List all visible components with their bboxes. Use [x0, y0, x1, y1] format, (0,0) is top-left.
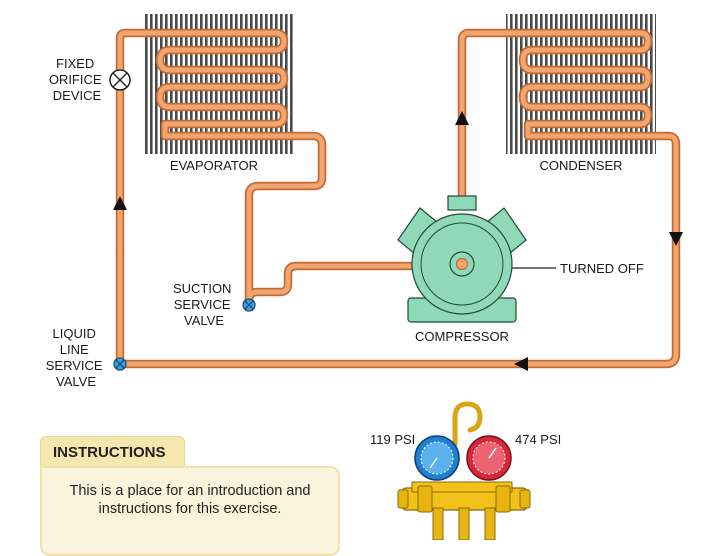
- flow-arrow-down-icon: [669, 232, 683, 246]
- refrigeration-circuit-diagram: FIXED ORIFICE DEVICE EVAPORATOR CONDENSE…: [46, 14, 683, 540]
- compressor-label: COMPRESSOR: [415, 329, 509, 344]
- instructions-title: INSTRUCTIONS: [53, 444, 166, 461]
- suction-service-valve-icon: [242, 298, 256, 312]
- instructions-body: This is a place for an introduction and …: [69, 483, 311, 517]
- low-pressure-gauge-icon: [414, 435, 460, 481]
- instructions-panel: This is a place for an introduction and …: [40, 466, 340, 556]
- evaporator-label: EVAPORATOR: [170, 158, 258, 173]
- high-pressure-gauge-icon: [466, 435, 512, 481]
- condenser-label: CONDENSER: [539, 158, 622, 173]
- high-pressure-reading: 474 PSI: [515, 432, 561, 447]
- hose-port-low: [432, 507, 444, 540]
- flow-arrow-left-icon: [514, 357, 528, 371]
- flow-arrow-up-icon: [455, 111, 469, 125]
- hose-port-high: [484, 507, 496, 540]
- fixed-orifice-icon: [109, 69, 131, 91]
- gauge-manifold-set[interactable]: [397, 401, 531, 540]
- turned-off-label: TURNED OFF: [560, 261, 644, 276]
- compressor-icon: [397, 195, 527, 323]
- low-pressure-reading: 119 PSI: [370, 432, 415, 447]
- hose-port-center: [458, 507, 470, 540]
- fixed-orifice-label: FIXED ORIFICE DEVICE: [49, 56, 105, 103]
- hanger-hook-icon: [452, 401, 483, 447]
- liquid-line-service-valve-icon: [113, 357, 127, 371]
- suction-service-valve-label: SUCTION SERVICE VALVE: [173, 281, 235, 328]
- liquid-line-service-valve-label: LIQUID LINE SERVICE VALVE: [46, 326, 106, 389]
- instructions-tab: INSTRUCTIONS: [40, 436, 185, 468]
- refrigerant-tubing: [115, 28, 681, 369]
- flow-arrow-up-icon: [113, 196, 127, 210]
